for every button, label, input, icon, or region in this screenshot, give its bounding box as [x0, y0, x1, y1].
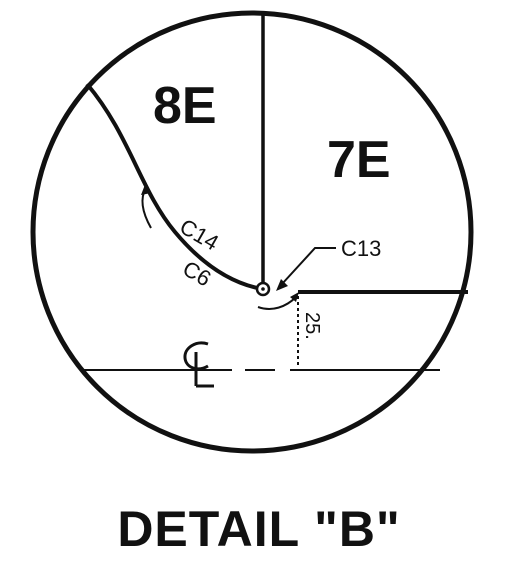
point-c13-dot [261, 287, 265, 291]
detail-title: DETAIL "B" [117, 501, 400, 557]
arc-label-c6: C6 [179, 256, 216, 292]
curve-arrowhead [141, 182, 151, 195]
region-label-7e: 7E [327, 131, 391, 189]
centerline-symbol: CL [0, 0, 214, 388]
region-label-8e: 8E [153, 77, 217, 135]
c13-leader [281, 247, 336, 285]
point-arc-arrowhead [290, 292, 299, 302]
curved-boundary [85, 82, 263, 291]
dimension-value: 25. [301, 312, 323, 340]
point-arc-arrow [257, 296, 297, 310]
svg-text:CL: CL [0, 0, 2, 1]
arc-label-c14: C14 [176, 214, 223, 256]
point-label-c13: C13 [341, 236, 381, 261]
c13-leader-arrowhead [276, 279, 288, 291]
detail-circle [30, 10, 474, 454]
